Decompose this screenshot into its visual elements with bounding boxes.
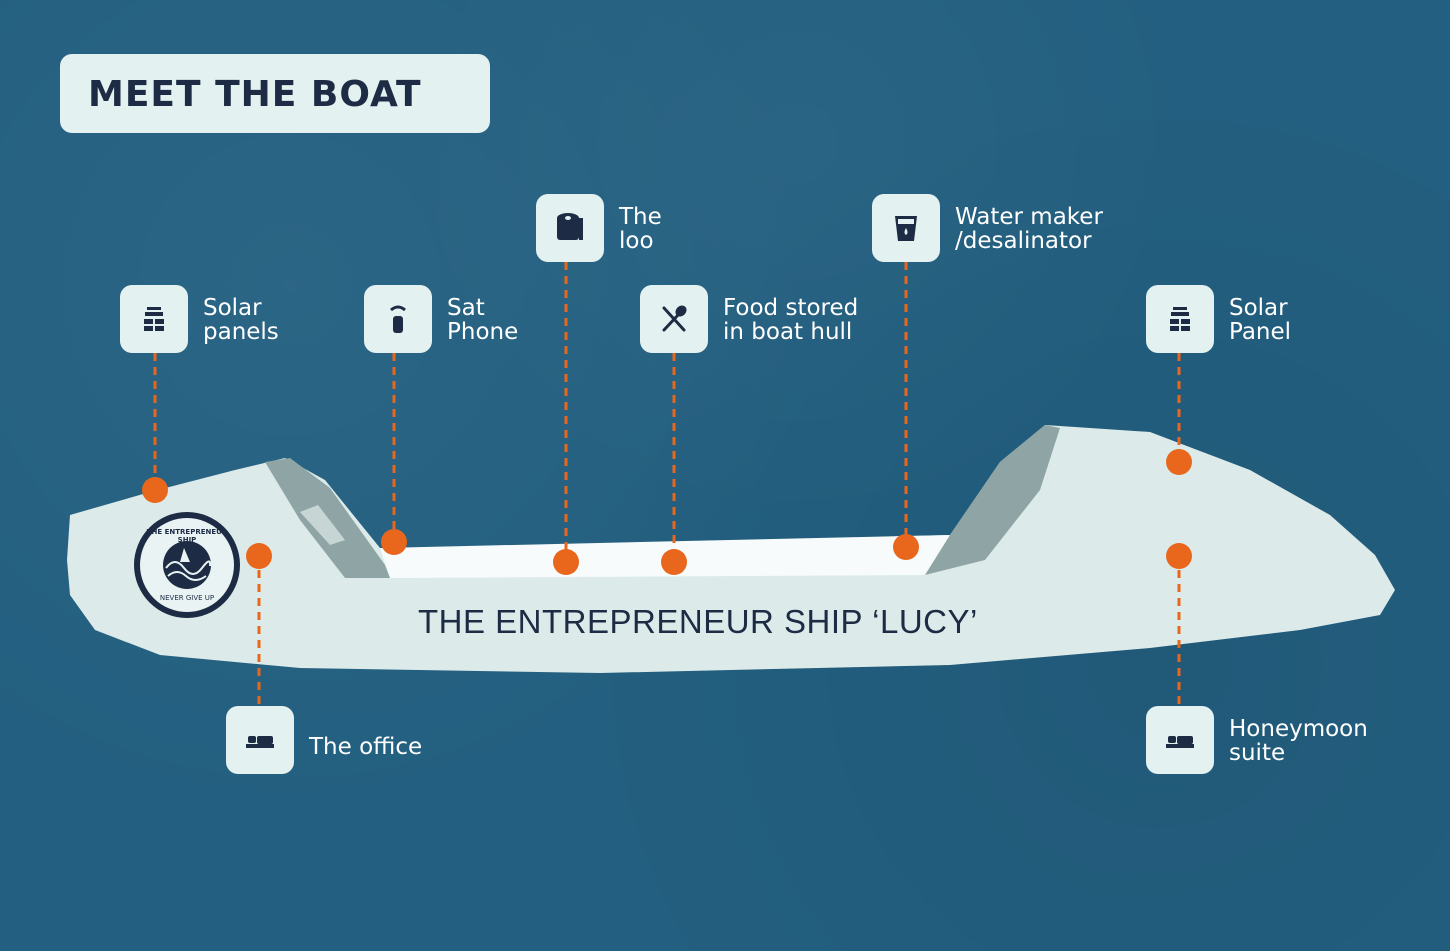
callout-water-maker-label: Water maker/desalinator xyxy=(955,205,1103,253)
solar-panel-icon xyxy=(1146,285,1214,353)
dot-solar-panel xyxy=(1166,449,1192,475)
callout-sat-phone-icon-box xyxy=(364,285,432,353)
dot-honeymoon xyxy=(1166,543,1192,569)
cutlery-icon xyxy=(640,285,708,353)
dot-solar-panels xyxy=(142,477,168,503)
callout-honeymoon-icon-box xyxy=(1146,706,1214,774)
bed-icon xyxy=(1146,706,1214,774)
callout-office-label: The office xyxy=(309,735,422,759)
dot-food xyxy=(661,549,687,575)
sat-phone-icon xyxy=(364,285,432,353)
logo-bottom-text: NEVER GIVE UP xyxy=(140,594,234,602)
callout-solar-panel-icon-box xyxy=(1146,285,1214,353)
callout-loo-icon-box xyxy=(536,194,604,262)
bed-icon xyxy=(226,706,294,774)
callout-office-icon-box xyxy=(226,706,294,774)
dot-office xyxy=(246,543,272,569)
callout-solar-panels-icon-box xyxy=(120,285,188,353)
callout-food-icon-box xyxy=(640,285,708,353)
solar-panel-icon xyxy=(120,285,188,353)
ship-name: THE ENTREPRENEUR SHIP ‘LUCY’ xyxy=(418,603,978,641)
water-glass-icon xyxy=(872,194,940,262)
toilet-paper-icon xyxy=(536,194,604,262)
dot-loo xyxy=(553,549,579,575)
dot-sat-phone xyxy=(381,529,407,555)
entrepreneur-ship-logo: THE ENTREPRENEUR SHIP NEVER GIVE UP xyxy=(134,512,240,618)
dot-water-maker xyxy=(893,534,919,560)
callout-water-maker-icon-box xyxy=(872,194,940,262)
